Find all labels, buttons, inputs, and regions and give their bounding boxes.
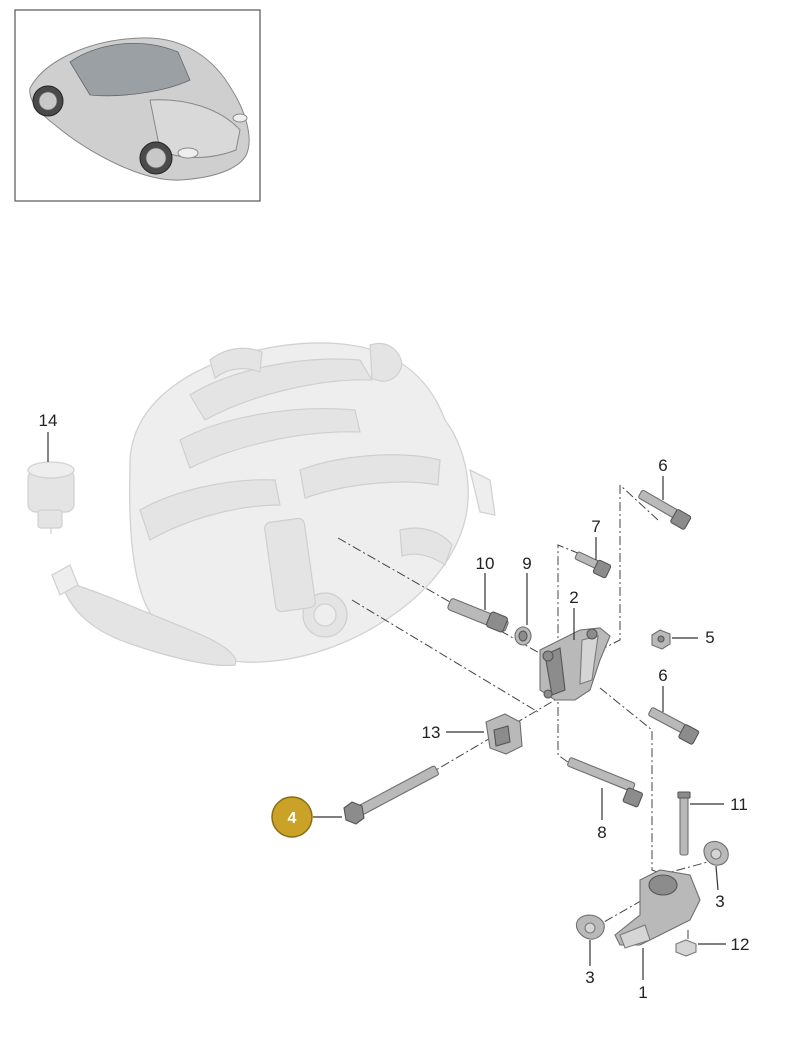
- callout-5: 5: [705, 628, 714, 647]
- part-6-bolt-upper: [638, 489, 692, 530]
- callout-3-right: 3: [715, 892, 724, 911]
- callout-3-left: 3: [585, 968, 594, 987]
- engine-assembly-ghost: [51, 342, 496, 667]
- part-4-bolt-highlighted: [343, 765, 439, 825]
- callout-6-upper: 6: [658, 456, 667, 475]
- callout-8: 8: [597, 823, 606, 842]
- callout-2: 2: [569, 588, 578, 607]
- callout-4-highlight[interactable]: 4: [271, 796, 313, 838]
- leader-lines: [47, 432, 726, 980]
- part-9-bush: [514, 626, 532, 646]
- part-12-nut: [675, 939, 697, 957]
- part-6-bolt-lower: [648, 707, 700, 745]
- part-13-mount: [485, 713, 523, 755]
- callout-12: 12: [731, 935, 750, 954]
- part-11-stud: [677, 791, 691, 856]
- part-7-bolt: [574, 551, 612, 579]
- callout-1: 1: [638, 983, 647, 1002]
- part-3-washer-right: [703, 840, 729, 866]
- callout-14: 14: [39, 411, 58, 430]
- callout-4: 4: [288, 810, 297, 827]
- callout-13: 13: [422, 723, 441, 742]
- car-illustration: [29, 37, 250, 181]
- callout-6-lower: 6: [658, 666, 667, 685]
- part-14-canister: [27, 461, 75, 534]
- part-5-nut: [651, 629, 671, 650]
- part-8-bolt: [567, 757, 643, 808]
- part-1-engine-mount: [614, 869, 701, 949]
- part-3-washer-left: [575, 914, 605, 940]
- part-10-stud: [447, 598, 509, 633]
- part-2-bracket: [539, 627, 611, 701]
- callout-11: 11: [730, 795, 748, 814]
- vehicle-thumbnail: [14, 9, 261, 202]
- callout-7: 7: [591, 517, 600, 536]
- callout-10: 10: [476, 554, 495, 573]
- callout-9: 9: [522, 554, 531, 573]
- callout-labels: 14 6 7 10 9 2 5 6 13 8 11 3 12 3 1 4: [39, 411, 750, 1002]
